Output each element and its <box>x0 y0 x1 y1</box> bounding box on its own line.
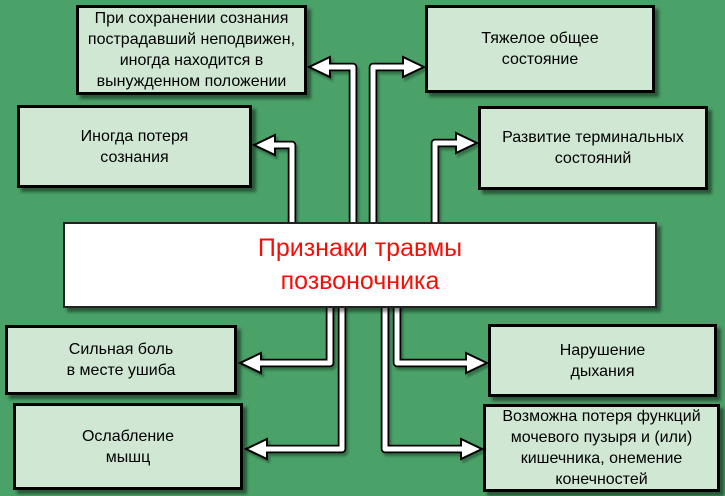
arrow-center-to-bottom-left-lower <box>243 290 347 461</box>
node-breathing-disorder: Нарушение дыхания <box>488 324 717 397</box>
node-muscle-weakness: Ослабление мышц <box>13 403 243 490</box>
node-text-line: мочевого пузыря и (или) <box>510 429 693 446</box>
arrow-center-to-mid-right <box>430 131 480 250</box>
arrow-center-to-mid-left <box>251 133 297 250</box>
node-severe-pain: Сильная боль в месте ушиба <box>5 325 237 395</box>
node-text-line: Нарушение <box>559 341 646 359</box>
arrow-center-to-top-right <box>368 55 427 250</box>
arrow-center-to-bottom-right-upper <box>392 290 490 375</box>
node-text-line: кишечника, онемение <box>520 450 683 467</box>
node-text-line: иногда находится в <box>119 52 264 69</box>
node-loss-of-consciousness: Иногда потеря сознания <box>17 105 252 188</box>
central-title-box: Признаки травмы позвоночника <box>63 222 657 308</box>
node-text-line: пострадавший неподвижен, <box>87 31 296 48</box>
diagram-title-line: позвоночника <box>280 267 440 295</box>
node-text-line: Иногда потеря <box>80 127 189 145</box>
arrow-center-to-bottom-right-lower <box>380 290 485 461</box>
node-text-line: сознания <box>100 148 169 166</box>
node-text-line: При сохранении сознания <box>94 10 289 27</box>
node-consciousness-preserved: При сохранении сознания пострадавший неп… <box>76 5 307 95</box>
node-text-line: Тяжелое общее <box>481 30 599 47</box>
arrow-center-to-bottom-left-upper <box>237 290 335 375</box>
arrow-center-to-top-left <box>306 55 358 250</box>
node-severe-general-condition: Тяжелое общее состояние <box>425 5 655 93</box>
node-text-line: Возможна потеря функций <box>502 408 701 425</box>
node-text-line: конечностей <box>555 471 648 488</box>
node-text-line: мышц <box>105 448 151 466</box>
node-text-line: дыхания <box>570 362 635 380</box>
node-text-line: Сильная боль <box>68 341 174 358</box>
node-function-loss-numbness: Возможна потеря функций мочевого пузыря … <box>483 404 720 492</box>
node-text-line: состояний <box>554 150 632 167</box>
node-text-line: состояние <box>501 51 579 68</box>
node-text-line: вынужденном положении <box>96 73 287 90</box>
node-text-line: Развитие терминальных <box>502 129 684 146</box>
node-terminal-states: Развитие терминальных состояний <box>478 106 708 190</box>
node-text-line: в месте ушиба <box>66 362 176 379</box>
diagram-title-line: Признаки травмы <box>257 234 463 262</box>
node-text-line: Ослабление <box>81 427 175 445</box>
